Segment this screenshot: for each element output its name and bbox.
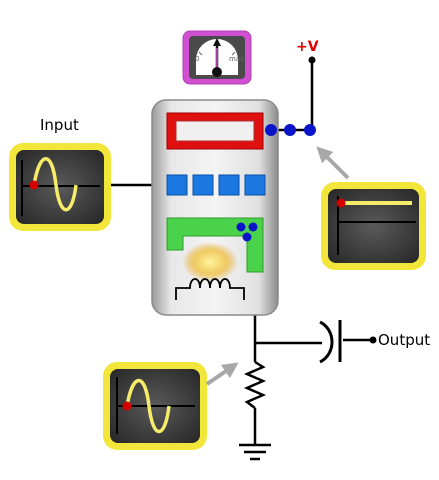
heater-glow: [182, 242, 238, 282]
heater-filament: [175, 278, 245, 300]
plate-signal-dot: [336, 198, 346, 208]
output-terminal: [369, 336, 377, 344]
ground-symbol: [239, 443, 271, 461]
input-signal-dot: [29, 180, 39, 190]
meter-max-label: max: [229, 55, 244, 63]
cathode-signal-dot: [122, 401, 132, 411]
cathode-scope: [103, 362, 207, 450]
meter-min-label: 0: [195, 55, 199, 63]
input-scope: [9, 143, 111, 231]
plate-scope-arrow: [316, 146, 350, 180]
plate-scope: [321, 182, 426, 270]
cathode-scope-arrow: [205, 362, 239, 386]
control-grid: [166, 174, 266, 196]
cathode-resistor: [243, 360, 267, 409]
supply-terminal: [308, 56, 316, 64]
plate-electrons: [265, 124, 316, 136]
meter: 0 max: [182, 30, 252, 85]
supply-label: +V: [296, 39, 319, 55]
vacuum-tube: [151, 99, 279, 316]
output-label: Output: [378, 331, 430, 349]
input-label: Input: [40, 116, 79, 134]
output-capacitor: [319, 320, 342, 364]
